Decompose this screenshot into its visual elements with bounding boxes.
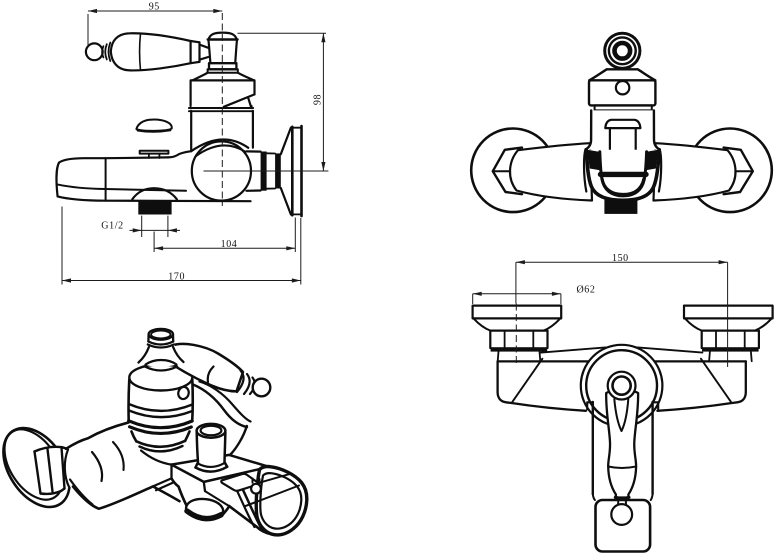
svg-text:G1/2: G1/2: [101, 221, 123, 232]
svg-text:150: 150: [612, 253, 629, 264]
svg-text:95: 95: [149, 1, 160, 12]
svg-text:170: 170: [168, 271, 185, 282]
svg-text:104: 104: [221, 239, 238, 250]
svg-text:98: 98: [312, 94, 323, 105]
svg-text:Ø62: Ø62: [576, 285, 595, 296]
